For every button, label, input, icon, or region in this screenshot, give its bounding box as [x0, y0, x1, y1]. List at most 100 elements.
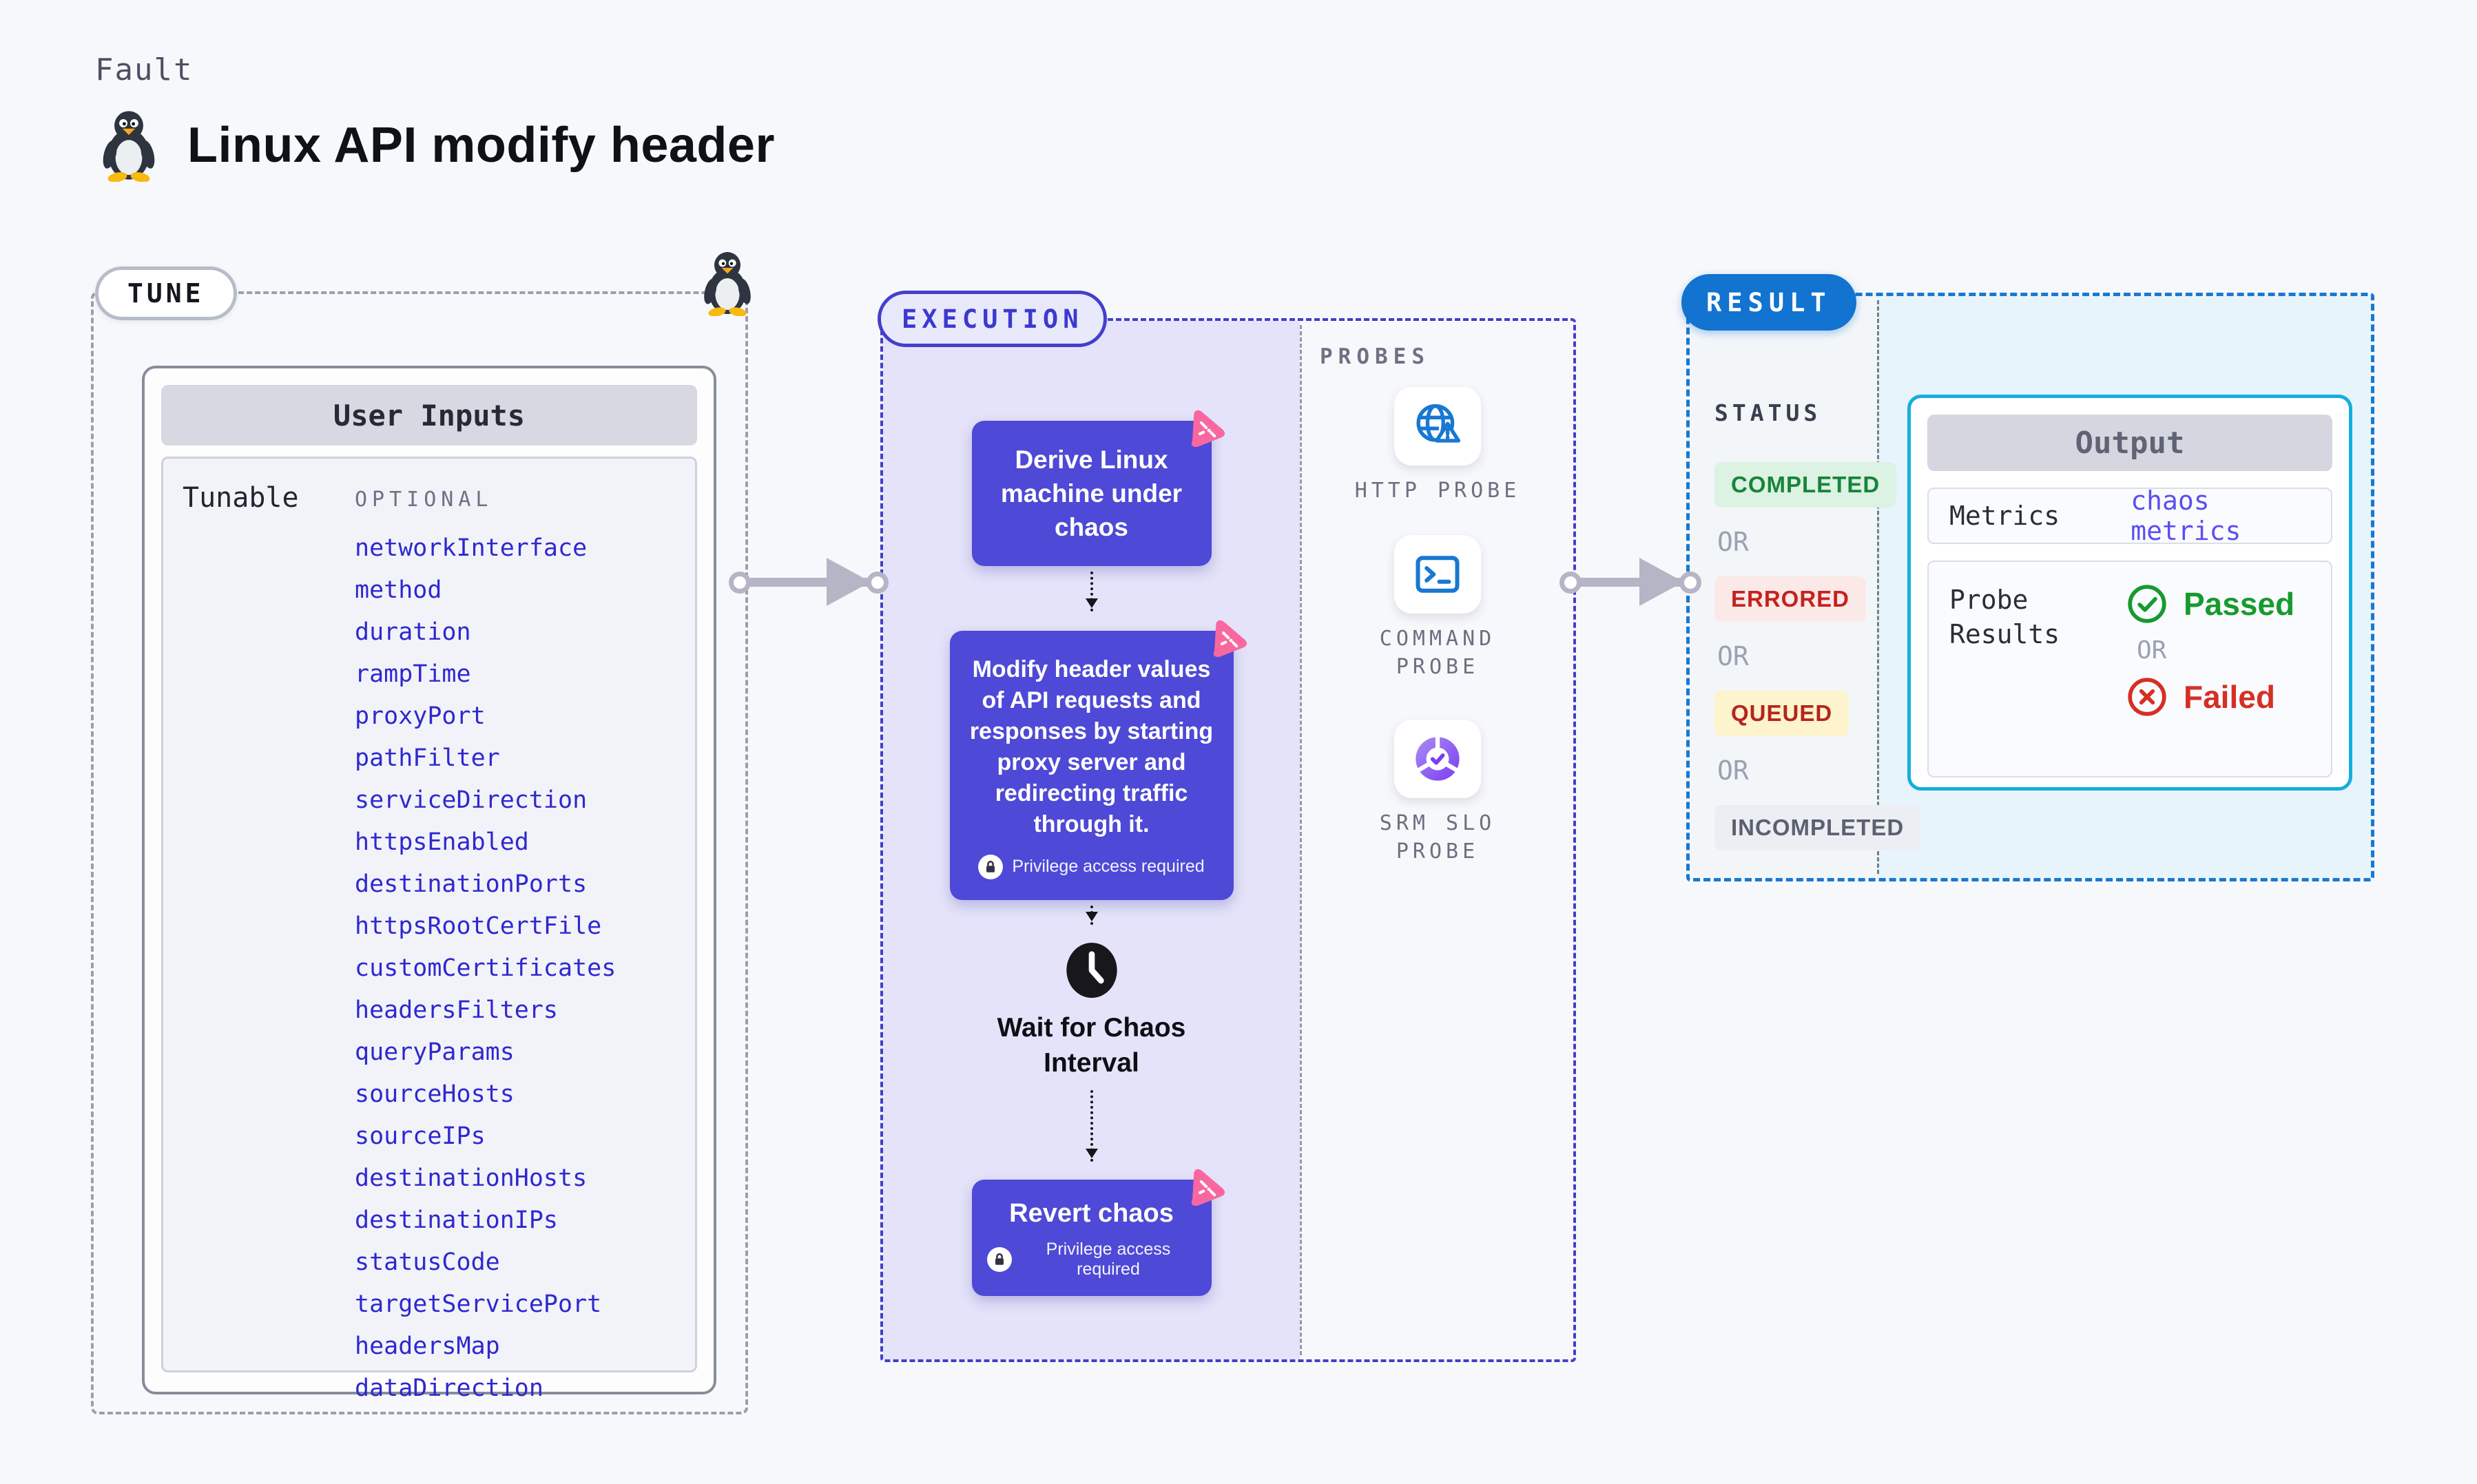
revert-step-box: Revert chaos Privilege access required — [971, 1169, 1225, 1296]
param-link[interactable]: networkInterface — [355, 534, 588, 562]
slo-gauge-icon — [1416, 736, 1460, 781]
http-probe-card — [1394, 387, 1481, 466]
or-label: OR — [1717, 641, 1749, 671]
tune-section: TUNE User Inputs Tunable OPTIONAL — [91, 252, 751, 1414]
param-link[interactable]: headersFilters — [355, 996, 559, 1024]
derive-step-box: Derive Linux machine under chaos — [971, 410, 1225, 566]
probes-panel: PROBES HTTP PROBE COMMAND PROBE — [1302, 321, 1573, 1359]
failed-label: Failed — [2184, 679, 2275, 715]
param-link[interactable]: rampTime — [355, 660, 471, 688]
param-link[interactable]: proxyPort — [355, 702, 486, 730]
title-row: Linux API modify header — [98, 109, 775, 182]
revert-step-label: Revert chaos — [1009, 1199, 1174, 1228]
arrow-head-icon — [1639, 558, 1683, 606]
output-card: Output Metrics chaos metrics Probe Resul… — [1907, 395, 2352, 791]
wait-step-label: Wait for Chaos Interval — [997, 1013, 1186, 1078]
arrow-end-dot — [867, 572, 889, 594]
param-link[interactable]: customCertificates — [355, 954, 616, 982]
tune-pill: TUNE — [95, 267, 237, 320]
probes-label: PROBES — [1320, 344, 1430, 369]
passed-label: Passed — [2184, 586, 2295, 622]
param-link[interactable]: sourceIPs — [355, 1122, 486, 1150]
failed-result: Failed — [2126, 676, 2275, 718]
execution-pill: EXECUTION — [878, 291, 1108, 347]
lock-icon — [986, 1247, 1012, 1272]
probe-results-label: Probe Results — [1949, 585, 2060, 649]
tux-penguin-icon — [700, 250, 755, 317]
status-label: STATUS — [1714, 399, 1822, 426]
param-link[interactable]: method — [355, 576, 442, 604]
metrics-row: Metrics chaos metrics — [1927, 485, 2332, 546]
chaos-pink-badge-icon — [1184, 1164, 1228, 1209]
terminal-icon — [1416, 556, 1460, 593]
command-probe-label: COMMAND PROBE — [1379, 627, 1496, 679]
param-link[interactable]: targetServicePort — [355, 1290, 602, 1318]
param-link[interactable]: sourceHosts — [355, 1080, 515, 1108]
privilege-note-text: Privilege access required — [1046, 1240, 1171, 1279]
execution-flow: Derive Linux machine under chaos Modify … — [883, 321, 1300, 1359]
user-inputs-table: Tunable OPTIONAL networkInterface method d… — [161, 457, 697, 1401]
status-badge-completed: COMPLETED — [1714, 462, 1897, 508]
probe-results-row: Probe Results Passed OR — [1927, 561, 2332, 777]
result-pill: RESULT — [1681, 274, 1856, 331]
page-title: Linux API modify header — [187, 118, 775, 173]
probes-divider — [1300, 325, 1302, 1355]
privilege-note: Privilege access required — [968, 851, 1216, 882]
result-section: RESULT STATUS COMPLETED OR ERRORED OR QU… — [1681, 274, 2374, 881]
or-label: OR — [2137, 636, 2167, 665]
param-link[interactable]: httpsEnabled — [355, 828, 529, 856]
param-link[interactable]: serviceDirection — [355, 786, 588, 814]
chaos-pink-badge-icon — [1206, 616, 1250, 660]
flow-connector-arrow — [1085, 572, 1098, 612]
param-link[interactable]: headersMap — [355, 1333, 500, 1360]
or-label: OR — [1717, 755, 1749, 786]
param-link[interactable]: queryParams — [355, 1038, 515, 1066]
arrow-head-icon — [827, 558, 871, 606]
user-inputs-card: User Inputs Tunable OPTIONAL networkInte… — [142, 366, 716, 1401]
arrow-start-dot — [729, 572, 751, 594]
param-link[interactable]: destinationHosts — [355, 1164, 588, 1192]
user-inputs-header: User Inputs — [161, 385, 697, 446]
execution-to-result-arrow — [1559, 551, 1701, 613]
param-link[interactable]: pathFilter — [355, 744, 500, 772]
param-link[interactable]: httpsRootCertFile — [355, 912, 602, 940]
chaos-pink-badge-icon — [1184, 406, 1228, 450]
derive-step-label: Derive Linux machine under chaos — [1000, 446, 1183, 541]
output-header: Output — [1927, 415, 2332, 471]
param-link[interactable]: destinationIPs — [355, 1206, 559, 1234]
tunable-params-list: networkInterface method duration rampTime pr… — [355, 535, 688, 1401]
status-badge-queued: QUEUED — [1714, 691, 1849, 736]
globe-alert-icon — [1416, 404, 1461, 443]
lock-icon — [978, 854, 1004, 879]
tux-penguin-icon — [98, 109, 160, 182]
param-link[interactable]: destinationPorts — [355, 870, 588, 898]
srm-slo-probe-label: SRM SLO PROBE — [1379, 811, 1496, 864]
status-badge-errored: ERRORED — [1714, 576, 1867, 622]
tune-to-execution-arrow — [729, 551, 889, 613]
arrow-end-dot — [1679, 572, 1701, 594]
privilege-note: Privilege access required — [986, 1240, 1196, 1279]
probe-results-values: Passed OR Failed — [2126, 583, 2294, 718]
tunable-row-label: Tunable — [183, 482, 299, 514]
http-probe-label: HTTP PROBE — [1354, 479, 1521, 503]
x-circle-icon — [2128, 678, 2166, 716]
or-label: OR — [1717, 527, 1749, 557]
param-link[interactable]: dataDirection — [355, 1375, 543, 1402]
modify-step-label: Modify header values of API requests and… — [969, 656, 1214, 837]
clock-icon — [1064, 940, 1119, 1001]
execution-section: EXECUTION Derive Linux machine under cha… — [878, 291, 1576, 1362]
chaos-metrics-link[interactable]: chaos metrics — [2131, 485, 2241, 546]
metrics-label: Metrics — [1949, 501, 2060, 531]
passed-result: Passed — [2126, 583, 2294, 625]
privilege-note-text: Privilege access required — [1012, 857, 1205, 876]
params-column: OPTIONAL networkInterface method duration r… — [355, 482, 688, 1401]
param-link[interactable]: statusCode — [355, 1248, 500, 1276]
srm-slo-probe-card — [1394, 720, 1481, 798]
modify-step-box: Modify header values of API requests and… — [949, 620, 1247, 900]
check-circle-icon — [2128, 585, 2166, 623]
optional-label: OPTIONAL — [355, 488, 493, 512]
param-link[interactable]: duration — [355, 618, 471, 646]
status-badge-incompleted: INCOMPLETED — [1714, 805, 1921, 850]
arrow-start-dot — [1559, 572, 1582, 594]
